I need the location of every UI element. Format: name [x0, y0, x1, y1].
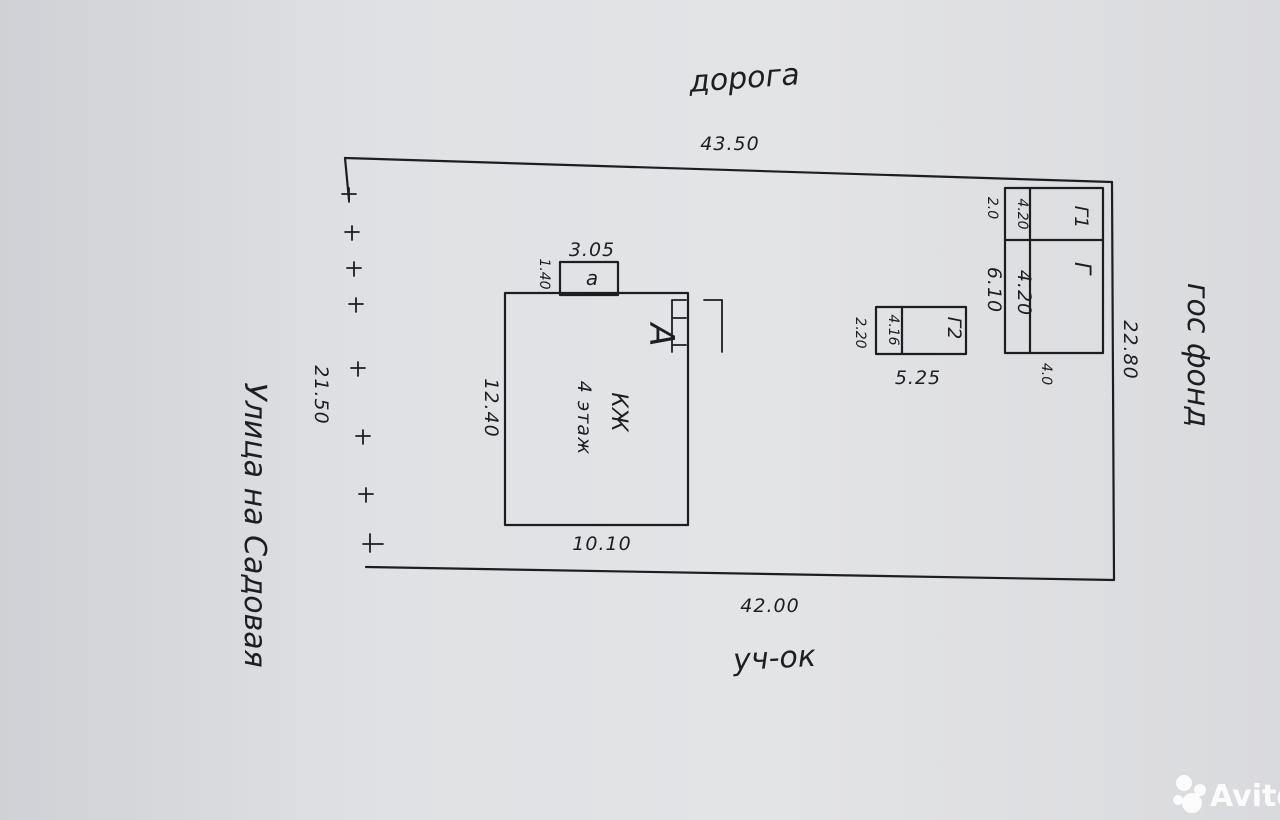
plot-right-edge	[1110, 180, 1116, 582]
house-outline	[503, 291, 690, 527]
avito-logo-dot	[1182, 793, 1202, 813]
road-label: дорога	[687, 57, 801, 100]
garage1-dim-a: 4.20	[1014, 198, 1030, 229]
house-floors: 4 этаж	[573, 381, 595, 455]
garage1-letter: Г1	[1070, 206, 1092, 229]
house-marker-bracket	[703, 299, 723, 353]
right-length: 22.80	[1119, 320, 1141, 379]
porch: а 3.05 1.40	[536, 239, 620, 297]
house: А КЖ 4 этаж 12.40 10.10	[480, 291, 690, 555]
garage1-dim-b: 2.0	[984, 197, 1000, 219]
state-fund-label: гос фонд	[1180, 283, 1215, 428]
shed-outline	[874, 305, 968, 356]
avito-logo-dot	[1194, 784, 1206, 796]
shed-dim-a: 4.16	[885, 314, 901, 345]
shed-letter: Г2	[943, 317, 965, 340]
fence-mark	[341, 187, 357, 203]
fence-mark	[358, 487, 374, 503]
porch-depth: 1.40	[536, 258, 552, 289]
fence-mark	[346, 261, 362, 277]
street-label: Улица на Садовая	[237, 382, 272, 667]
garage-dim-a: 4.20	[1013, 270, 1035, 316]
garage-dim-b: 6.10	[983, 267, 1005, 313]
garage-dim-c: 4.0	[1038, 363, 1054, 385]
house-corner-mark	[671, 299, 687, 353]
garage-block: Г1 4.20 2.0 Г 4.20 6.10 4.0	[983, 186, 1105, 385]
fence-mark	[355, 429, 371, 445]
avito-logo-dot	[1173, 795, 1183, 805]
house-letter: А	[641, 321, 681, 346]
bottom-length: 42.00	[740, 595, 799, 617]
plot-top-edge	[343, 156, 1114, 184]
avito-logo-text: Avito	[1210, 779, 1280, 814]
plot-bottom-edge	[364, 565, 1116, 582]
fence-marks	[341, 187, 384, 553]
garage-block-outline	[1003, 186, 1105, 355]
porch-width: 3.05	[569, 239, 615, 261]
neighbor-plot-label: уч-ок	[731, 639, 816, 678]
avito-logo-dot	[1176, 775, 1192, 791]
porch-outline	[558, 260, 620, 297]
fence-mark	[348, 297, 364, 313]
shed-dim-b: 2.20	[852, 317, 868, 348]
fence-mark	[362, 533, 384, 553]
fence-mark	[350, 361, 366, 377]
fence-mark	[344, 225, 360, 241]
avito-watermark: Avito	[1173, 775, 1280, 814]
garage-letter: Г	[1069, 262, 1094, 276]
shed-g2: Г2 4.16 2.20 5.25	[852, 305, 968, 389]
plot-boundary	[343, 156, 1116, 582]
porch-letter: а	[586, 266, 598, 290]
left-length: 21.50	[310, 365, 332, 424]
house-width: 10.10	[572, 533, 631, 555]
house-depth: 12.40	[480, 378, 502, 437]
shed-dim-c: 5.25	[895, 367, 941, 389]
top-length: 43.50	[700, 133, 759, 155]
house-title: КЖ	[606, 392, 631, 433]
